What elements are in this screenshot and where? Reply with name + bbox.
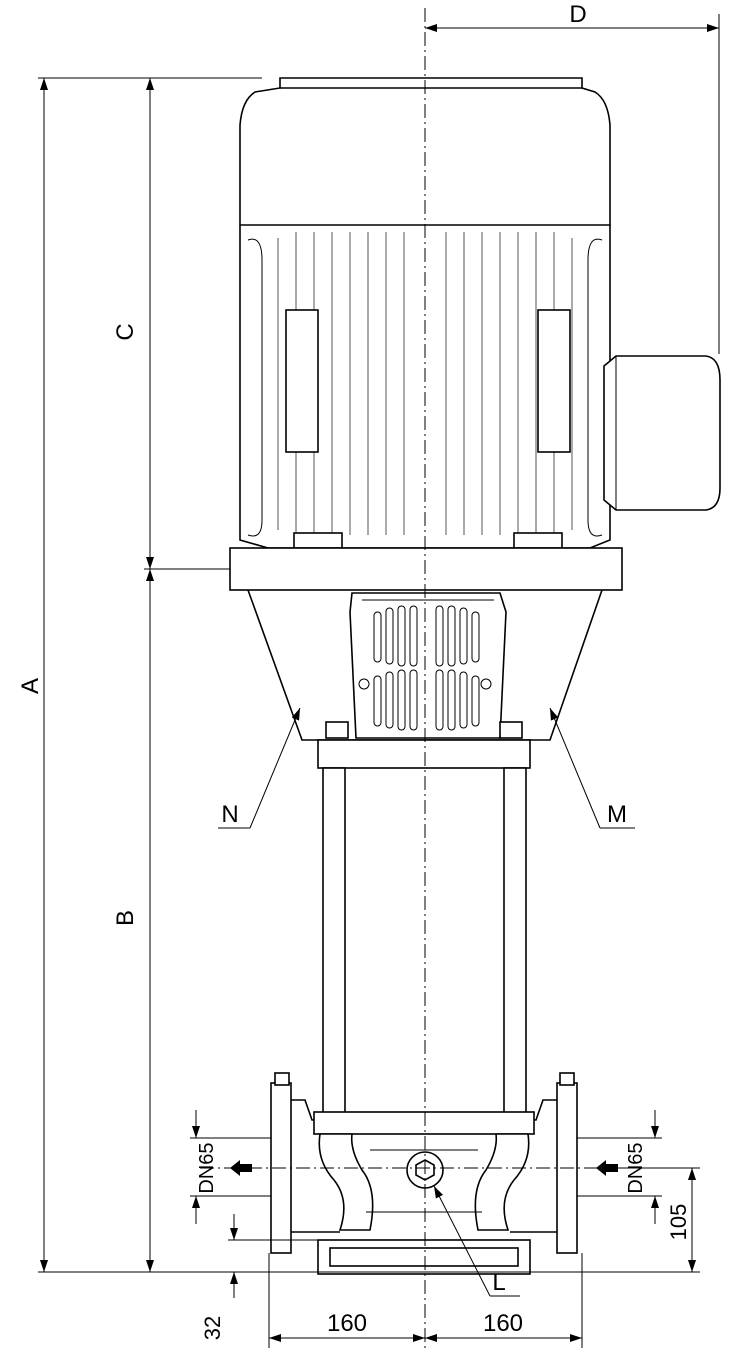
callout-m: M: [607, 801, 627, 828]
dim-label-d: D: [569, 1, 586, 28]
dim-label-right-half-width: 160: [483, 1310, 523, 1337]
motor-flange: [229, 547, 623, 591]
lantern-bracket: [247, 589, 603, 769]
callout-leaders: [218, 707, 635, 1297]
dim-label-base-offset: 32: [200, 1316, 225, 1340]
dim-label-inlet-dn: DN65: [196, 1142, 218, 1193]
callout-n: N: [221, 801, 238, 828]
dim-label-outlet-dn: DN65: [625, 1142, 647, 1193]
motor: [239, 77, 721, 549]
callout-l: L: [492, 1269, 505, 1296]
coupling-guard-slots: [373, 605, 480, 731]
dimension-lines: [38, 14, 720, 1348]
cooling-fins: [277, 232, 573, 535]
pump-base: [230, 1072, 618, 1275]
tie-rods: [322, 767, 527, 1114]
dim-label-a: A: [17, 678, 44, 694]
dim-label-left-half-width: 160: [327, 1310, 367, 1337]
dim-label-c: C: [112, 323, 139, 340]
dim-label-port-height: 105: [666, 1204, 691, 1241]
dim-label-b: B: [112, 910, 139, 926]
